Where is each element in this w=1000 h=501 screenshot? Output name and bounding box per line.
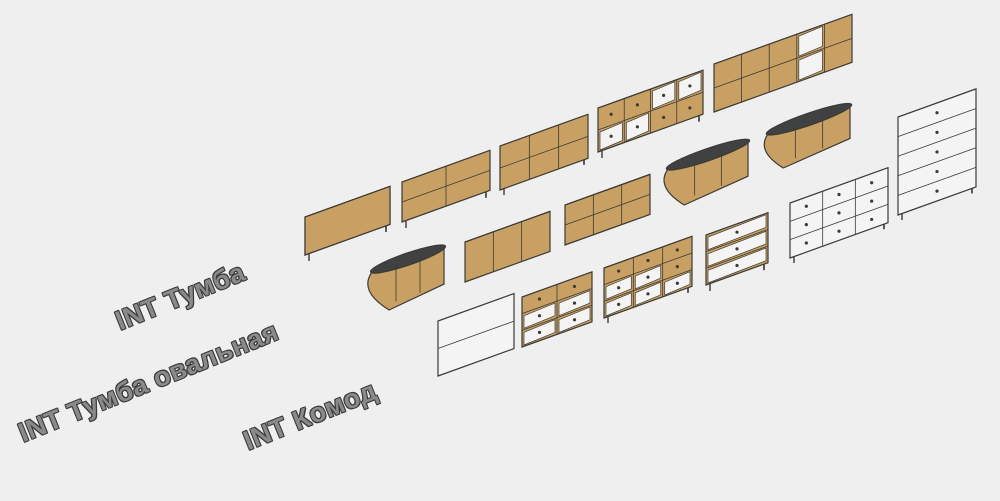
komod-4 xyxy=(705,211,769,291)
tumba-oval-1 xyxy=(367,244,447,311)
komod-6 xyxy=(897,88,977,220)
tumba-1b xyxy=(304,185,391,256)
tumba-2 xyxy=(401,149,491,228)
komod-5 xyxy=(789,166,889,263)
tumba-4 xyxy=(597,69,704,158)
komod-2 xyxy=(521,270,593,348)
tumba-oval-4 xyxy=(663,138,751,206)
tumba-5 xyxy=(713,13,853,113)
tumba-oval-5 xyxy=(763,102,853,169)
tumba-3 xyxy=(499,113,589,195)
komod-3 xyxy=(603,235,693,323)
tumba-oval-3 xyxy=(564,173,651,246)
komod-1 xyxy=(437,292,515,377)
tumba-oval-2 xyxy=(464,210,551,283)
